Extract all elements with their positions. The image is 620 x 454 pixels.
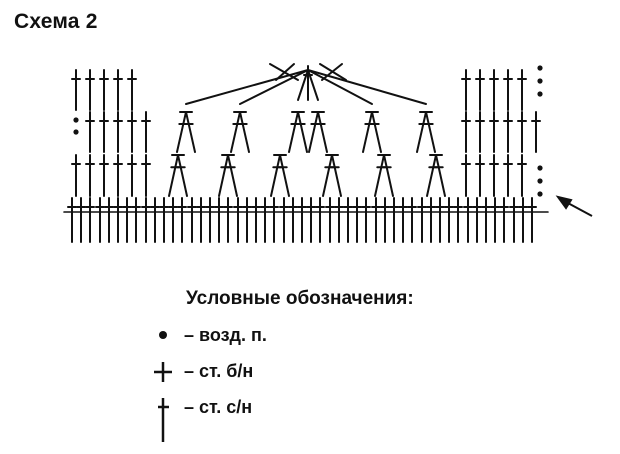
double-crochet-stitch xyxy=(279,154,290,197)
chain-stitch-dot-icon xyxy=(159,331,167,339)
double-crochet-stitch xyxy=(416,111,427,153)
double-crochet-cross-icon xyxy=(158,398,169,442)
double-crochet-stitch xyxy=(322,154,333,197)
double-crochet-stitch xyxy=(270,154,281,197)
double-crochet-stitch xyxy=(308,111,319,153)
single-crochet-plus-icon xyxy=(154,362,172,382)
chain-arc xyxy=(307,69,373,105)
double-crochet-stitch xyxy=(362,111,373,153)
chain-stitch-dot xyxy=(537,65,543,71)
chart-title: Схема 2 xyxy=(14,10,98,33)
double-crochet-stitch xyxy=(435,154,446,197)
chain-stitch-dot xyxy=(537,91,543,97)
chain-stitch-dot xyxy=(537,78,543,84)
legend-chain-label: – возд. п. xyxy=(184,325,267,345)
double-crochet-stitch xyxy=(426,154,437,197)
double-crochet-stitch xyxy=(227,154,238,197)
double-crochet-stitch xyxy=(185,111,196,153)
double-crochet-stitch xyxy=(371,111,382,153)
legend-item-double-crochet: – ст. с/н xyxy=(152,394,412,446)
double-crochet-stitch xyxy=(177,154,188,197)
double-crochet-stitch xyxy=(383,154,394,197)
double-crochet-stitch xyxy=(288,111,299,153)
double-crochet-stitch xyxy=(317,111,328,153)
double-crochet-stitch xyxy=(331,154,342,197)
double-crochet-stitch xyxy=(239,111,250,153)
double-crochet-stitch xyxy=(176,111,187,153)
double-crochet-stitch xyxy=(168,154,179,197)
top-cross-stitch xyxy=(275,63,295,81)
chain-stitch-dot xyxy=(537,165,543,171)
legend-title: Условные обозначения: xyxy=(186,288,414,309)
legend-single-crochet-label: – ст. б/н xyxy=(184,361,254,381)
row-arrow-icon xyxy=(555,195,593,217)
chain-arc xyxy=(239,69,309,105)
legend-double-crochet-label: – ст. с/н xyxy=(184,397,253,417)
double-crochet-stitch xyxy=(218,154,229,197)
chain-stitch-dot xyxy=(537,178,543,184)
double-crochet-stitch xyxy=(230,111,241,153)
chain-arc xyxy=(185,69,309,105)
legend-item-single-crochet: – ст. б/н xyxy=(152,358,412,388)
chain-stitch-dot xyxy=(537,191,543,197)
legend-item-chain: – возд. п. xyxy=(152,322,412,352)
double-crochet-stitch xyxy=(374,154,385,197)
top-cross-stitch xyxy=(321,63,343,81)
chain-arc xyxy=(307,69,427,105)
double-crochet-stitch xyxy=(297,111,308,153)
chain-stitch-dot xyxy=(73,117,79,123)
double-crochet-stitch xyxy=(425,111,436,153)
chain-stitch-dot xyxy=(73,129,79,135)
